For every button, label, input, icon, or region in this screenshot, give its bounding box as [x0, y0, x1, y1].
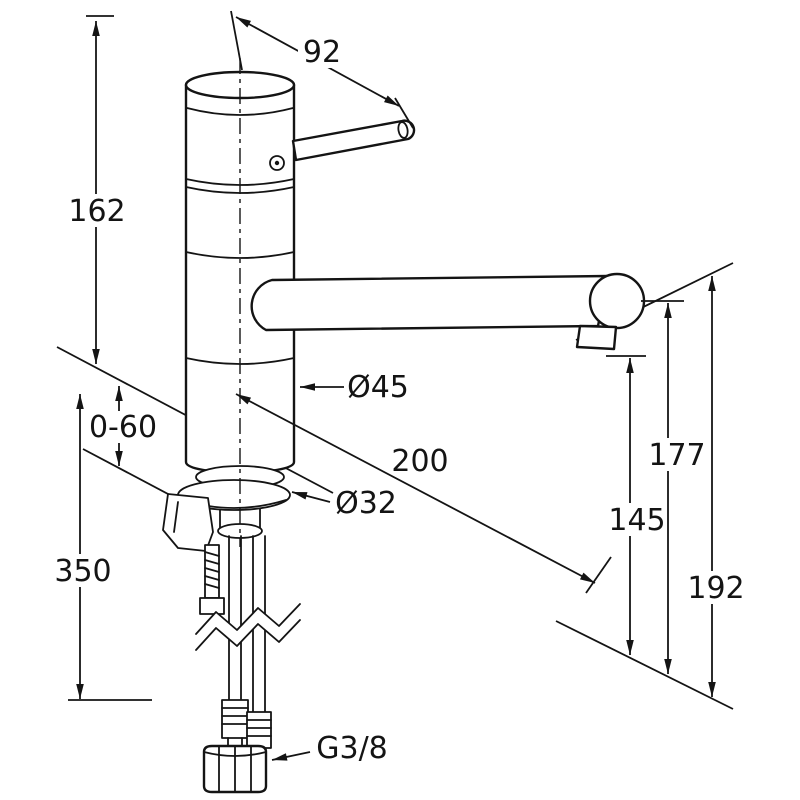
dimension-177: 177: [641, 300, 706, 674]
dim-label-d32: Ø32: [335, 486, 397, 521]
dim-label-0-60: 0-60: [89, 410, 157, 445]
dimension-d45: Ø45: [300, 370, 409, 405]
spout-end: [588, 272, 646, 330]
dim-label-177: 177: [648, 438, 705, 473]
dim-label-d45: Ø45: [347, 370, 409, 405]
faucet-spout: [250, 272, 646, 351]
dim-label-162: 162: [68, 194, 125, 229]
break-line: [195, 619, 301, 651]
dimension-0-60: 0-60: [88, 386, 158, 466]
mounting-hardware: [162, 465, 291, 615]
dim-label-145: 145: [608, 503, 665, 538]
handle-end-cap: [397, 121, 409, 139]
dimension-200: 200: [235, 393, 612, 594]
dimension-162: 162: [68, 15, 126, 364]
hose-crimp-sleeve: [246, 711, 272, 749]
dim-label-192: 192: [687, 571, 744, 606]
dimension-thread: G3/8: [271, 731, 388, 766]
faucet-handle: [291, 119, 416, 162]
aerator: [575, 324, 618, 351]
dim-label-thread: G3/8: [316, 731, 388, 766]
dimension-92: 92: [230, 10, 414, 129]
break-line: [195, 603, 301, 635]
stud-nut: [199, 597, 225, 615]
dimension-350: 350: [54, 394, 152, 701]
dim-label-200: 200: [391, 444, 448, 479]
supply-hoses: [195, 535, 301, 794]
mounting-bracket: [162, 493, 214, 552]
hose-crimp-sleeve: [221, 699, 249, 739]
dimension-d32: Ø32: [291, 486, 397, 521]
dim-label-350: 350: [54, 554, 111, 589]
dimension-192: 192: [687, 276, 745, 697]
dimension-145: 145: [606, 355, 666, 655]
dim-label-92: 92: [303, 35, 341, 70]
